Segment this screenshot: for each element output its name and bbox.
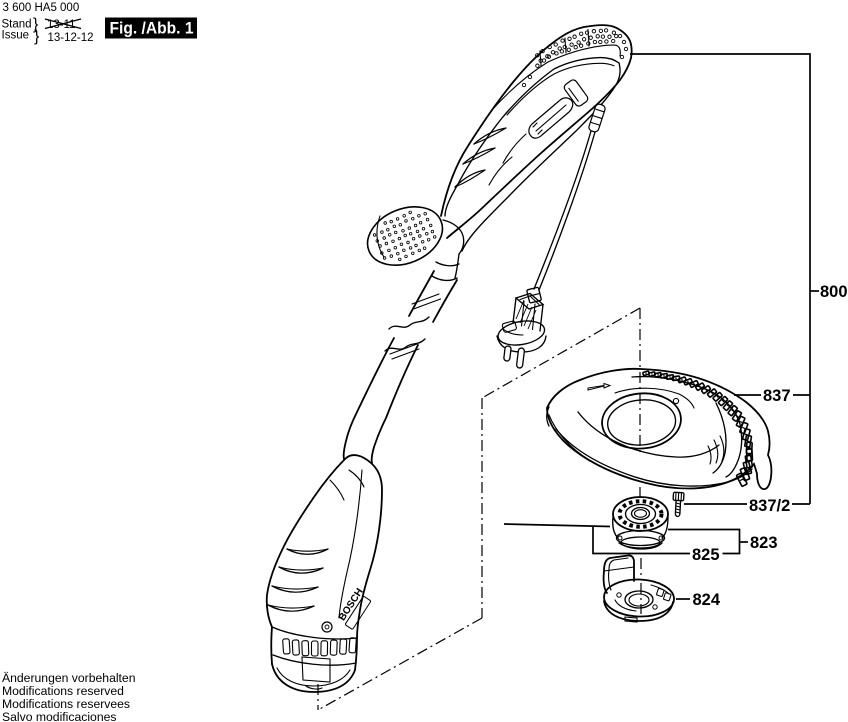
svg-text:Fig. /Abb. 1: Fig. /Abb. 1 bbox=[110, 19, 194, 38]
svg-text:13-12-12: 13-12-12 bbox=[48, 32, 94, 44]
svg-text:800: 800 bbox=[820, 283, 848, 301]
svg-text:Stand: Stand bbox=[2, 19, 32, 31]
svg-text:3 600 HA5 000: 3 600 HA5 000 bbox=[3, 2, 80, 14]
svg-text:Modifications reserved: Modifications reserved bbox=[2, 684, 124, 698]
svg-text:}: } bbox=[34, 28, 40, 45]
svg-text:837: 837 bbox=[763, 387, 791, 405]
svg-text:Salvo modificaciones: Salvo modificaciones bbox=[2, 710, 116, 722]
svg-text:824: 824 bbox=[693, 591, 721, 609]
svg-text:Änderungen vorbehalten: Änderungen vorbehalten bbox=[2, 671, 136, 685]
svg-text:}: } bbox=[33, 16, 39, 33]
svg-text:825: 825 bbox=[692, 546, 720, 564]
svg-text:837/2: 837/2 bbox=[749, 497, 790, 515]
svg-text:823: 823 bbox=[750, 534, 778, 552]
svg-text:Issue: Issue bbox=[2, 30, 30, 42]
svg-text:Modifications reservees: Modifications reservees bbox=[2, 697, 130, 711]
